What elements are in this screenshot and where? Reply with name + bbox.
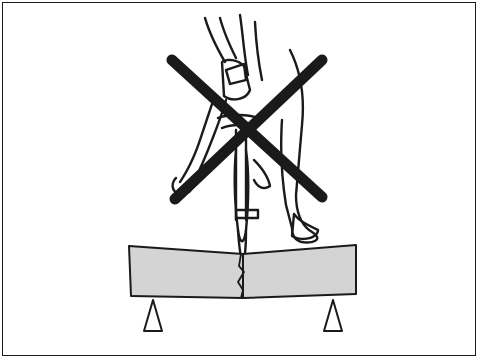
bicycle-crank	[254, 160, 270, 188]
supports	[144, 300, 342, 331]
cyclist-left-cuff	[226, 64, 246, 84]
board-left-panel	[129, 246, 243, 298]
board-right-panel	[243, 245, 356, 298]
cyclist-left-arm	[205, 18, 236, 62]
triangle-support-icon	[144, 300, 162, 331]
triangle-support-icon	[324, 300, 342, 331]
board	[129, 245, 356, 298]
cyclist-right-arm	[240, 15, 262, 80]
